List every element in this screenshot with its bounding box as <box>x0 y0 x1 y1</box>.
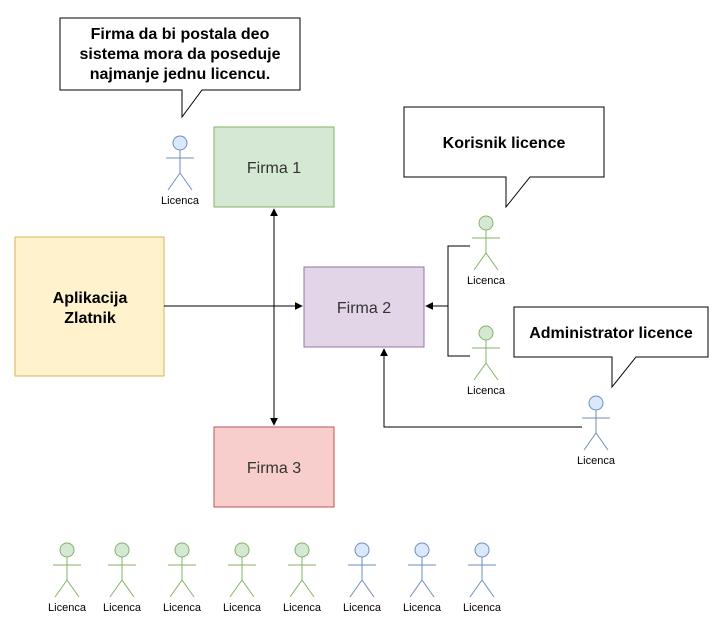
firma-1-box[interactable]: Firma 1 <box>213 126 335 208</box>
actor-administrator[interactable]: Licenca <box>577 395 616 467</box>
actor-leg-right <box>485 362 499 381</box>
actor-label: Licenca <box>103 602 142 614</box>
actor-leg-left <box>54 579 68 598</box>
actor-pool-8[interactable]: Licenca <box>463 542 502 614</box>
callout-line-3: najmanje jednu licencu. <box>90 66 271 83</box>
actor-head <box>414 542 430 558</box>
actor-head <box>114 542 130 558</box>
actor-leg-left <box>469 579 483 598</box>
actor-label: Licenca <box>467 275 506 287</box>
actor-leg-left <box>109 579 123 598</box>
actor-leg-left <box>289 579 303 598</box>
actor-leg-right <box>66 579 80 598</box>
actor-pool-4[interactable]: Licenca <box>223 542 262 614</box>
actor-head <box>588 395 604 411</box>
callout-line-1: Firma da bi postala deo <box>91 26 270 43</box>
actor-pool-2[interactable]: Licenca <box>103 542 142 614</box>
app-label-line-1: Aplikacija <box>53 290 128 307</box>
actor-pool-3[interactable]: Licenca <box>163 542 202 614</box>
firma-1-label: Firma 1 <box>247 160 301 177</box>
actor-leg-right <box>421 579 435 598</box>
actor-head <box>478 325 494 341</box>
actor-leg-left <box>349 579 363 598</box>
firma-3-label: Firma 3 <box>247 460 301 477</box>
callout-administrator-text: Administrator licence <box>529 325 693 342</box>
actor-head <box>354 542 370 558</box>
actor-label: Licenca <box>343 602 382 614</box>
actor-leg-right <box>485 252 499 271</box>
actor-head <box>59 542 75 558</box>
app-label-line-2: Zlatnik <box>64 310 116 327</box>
actor-leg-left <box>169 579 183 598</box>
connectors <box>164 208 582 428</box>
actor-leg-right <box>121 579 135 598</box>
firma-2-label: Firma 2 <box>337 300 391 317</box>
actor-firma1-licenca[interactable]: Licenca <box>161 135 200 207</box>
actor-head <box>294 542 310 558</box>
aplikacija-zlatnik-box[interactable]: Aplikacija Zlatnik <box>14 236 165 377</box>
edge-admin-to-firma2 <box>380 348 582 428</box>
actor-leg-right <box>179 172 193 191</box>
actor-leg-left <box>409 579 423 598</box>
actor-label: Licenca <box>577 455 616 467</box>
firma-3-box[interactable]: Firma 3 <box>213 426 335 508</box>
actor-leg-right <box>181 579 195 598</box>
actor-leg-right <box>595 432 609 451</box>
actor-label: Licenca <box>283 602 322 614</box>
actor-label: Licenca <box>161 195 200 207</box>
actor-head <box>474 542 490 558</box>
actor-korisnik-1[interactable]: Licenca <box>467 215 506 287</box>
edge-korisnici-bracket <box>447 245 470 357</box>
actor-head <box>234 542 250 558</box>
actor-leg-right <box>361 579 375 598</box>
actor-leg-left <box>229 579 243 598</box>
actor-pool-6[interactable]: Licenca <box>343 542 382 614</box>
actor-pool-5[interactable]: Licenca <box>283 542 322 614</box>
actor-leg-right <box>481 579 495 598</box>
actor-pool-1[interactable]: Licenca <box>48 542 87 614</box>
actor-label: Licenca <box>48 602 87 614</box>
actor-label: Licenca <box>403 602 442 614</box>
callout-license-requirement: Firma da bi postala deo sistema mora da … <box>59 17 301 119</box>
callout-korisnik-licence: Korisnik licence <box>403 106 605 209</box>
actor-head <box>174 542 190 558</box>
actor-leg-left <box>583 432 597 451</box>
callout-line-2: sistema mora da poseduje <box>80 46 281 63</box>
actor-leg-right <box>301 579 315 598</box>
actor-label: Licenca <box>163 602 202 614</box>
callout-administrator-licence: Administrator licence <box>513 306 709 389</box>
actor-label: Licenca <box>463 602 502 614</box>
actor-leg-left <box>473 252 487 271</box>
firma-2-box[interactable]: Firma 2 <box>303 266 425 348</box>
callout-korisnik-text: Korisnik licence <box>443 135 566 152</box>
actor-label: Licenca <box>467 385 506 397</box>
actor-korisnik-2[interactable]: Licenca <box>467 325 506 397</box>
actor-head <box>478 215 494 231</box>
actor-label: Licenca <box>223 602 262 614</box>
actor-leg-left <box>167 172 181 191</box>
actor-leg-right <box>241 579 255 598</box>
actor-pool-7[interactable]: Licenca <box>403 542 442 614</box>
actor-head <box>172 135 188 151</box>
actor-leg-left <box>473 362 487 381</box>
